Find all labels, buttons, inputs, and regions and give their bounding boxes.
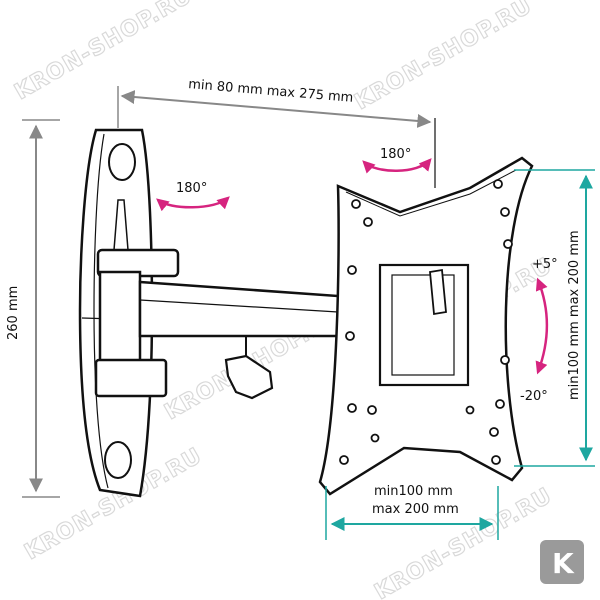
vesa-horizontal-label-max: max 200 mm <box>372 502 459 517</box>
watermark-bottom-right: KRON-SHOP.RU <box>371 483 557 600</box>
wall-plate-bottom-hole <box>104 441 132 479</box>
vesa-horizontal-dimension: min100 mm max 200 mm <box>325 484 499 540</box>
wall-plate-top-hole <box>108 143 136 181</box>
vesa-mounting-holes <box>339 179 513 465</box>
wall-plate-height-dimension: 260 mm <box>6 119 60 498</box>
watermark-top-left: KRON-SHOP.RU <box>11 0 197 105</box>
vesa-horizontal-label-min: min100 mm <box>374 484 453 499</box>
wall-swivel-indicator: 180° <box>156 181 230 212</box>
tv-swivel-arrow <box>362 158 432 174</box>
tilt-arrow <box>535 277 549 375</box>
arm-extension-label: min 80 mm max 275 mm <box>188 77 354 106</box>
brand-badge-box <box>540 540 584 584</box>
arm-extension-arrow <box>120 90 432 128</box>
wall-plate-height-label: 260 mm <box>6 286 21 340</box>
vesa-plate <box>318 156 534 496</box>
tv-swivel-label: 180° <box>380 147 411 162</box>
tilt-indicator: +5° -20° <box>520 257 558 404</box>
wall-swivel-arrow <box>156 196 230 212</box>
brand-badge: K <box>540 540 584 584</box>
vesa-vertical-label: min100 mm max 200 mm <box>567 230 582 400</box>
swing-arm <box>94 248 340 400</box>
watermark-top-right: KRON-SHOP.RU <box>351 0 537 115</box>
tilt-down-label: -20° <box>520 389 548 404</box>
tilt-up-label: +5° <box>532 257 558 272</box>
tv-swivel-indicator: 180° <box>362 147 432 174</box>
wall-swivel-label: 180° <box>176 181 207 196</box>
vesa-vertical-dimension: min100 mm max 200 mm <box>514 169 595 467</box>
brand-badge-letter: K <box>552 547 575 580</box>
